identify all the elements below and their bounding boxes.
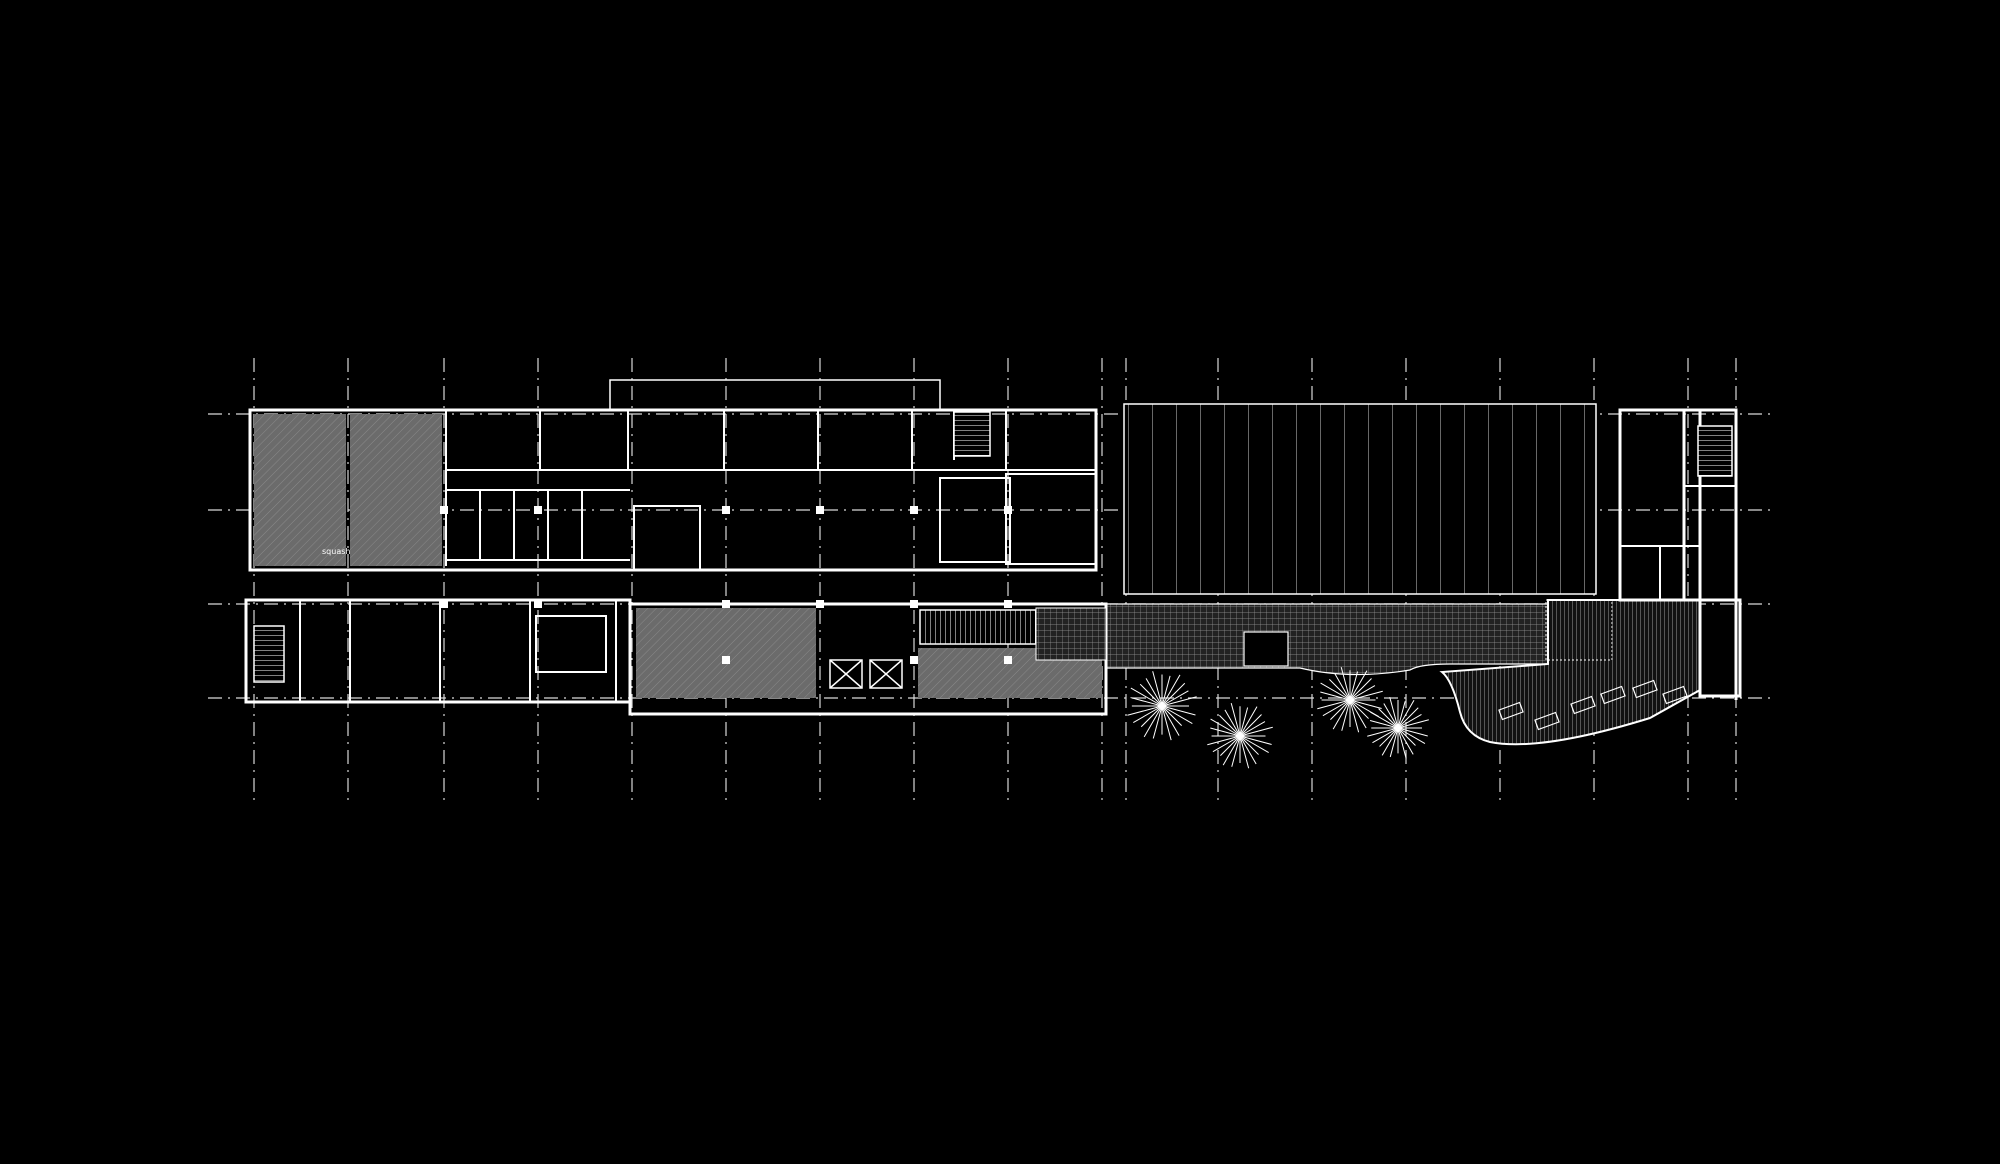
terrace-white-block [1243,631,1289,667]
ramp-tiles [1035,607,1107,661]
wood-deck [1439,599,1701,746]
column [534,600,542,608]
columns [440,506,1012,664]
column [910,506,918,514]
tree [1207,703,1273,769]
squash-label: squash [322,547,350,556]
column [816,600,824,608]
column [440,506,448,514]
terrace-paving [1105,603,1549,676]
lounge-chairs [1498,679,1688,731]
stair-left [253,625,285,683]
column [910,600,918,608]
tree [1127,671,1197,741]
column [816,506,824,514]
column [534,506,542,514]
pergola [1545,599,1613,661]
column [1004,506,1012,514]
stair-top [953,411,991,457]
column [722,506,730,514]
interior-walls [299,410,1736,702]
squash-court-right [350,414,442,566]
stair-center [919,609,1037,645]
squash-court-left [254,414,346,566]
column [910,656,918,664]
column [440,600,448,608]
column [1004,600,1012,608]
column [722,656,730,664]
trees [1127,667,1429,769]
tree [1317,667,1383,733]
roof-canopy [1123,403,1597,595]
tree [1367,696,1429,759]
column [1004,656,1012,664]
elevators [829,659,903,689]
column [722,600,730,608]
stair-right [1697,425,1733,477]
gym-floor [636,608,816,698]
